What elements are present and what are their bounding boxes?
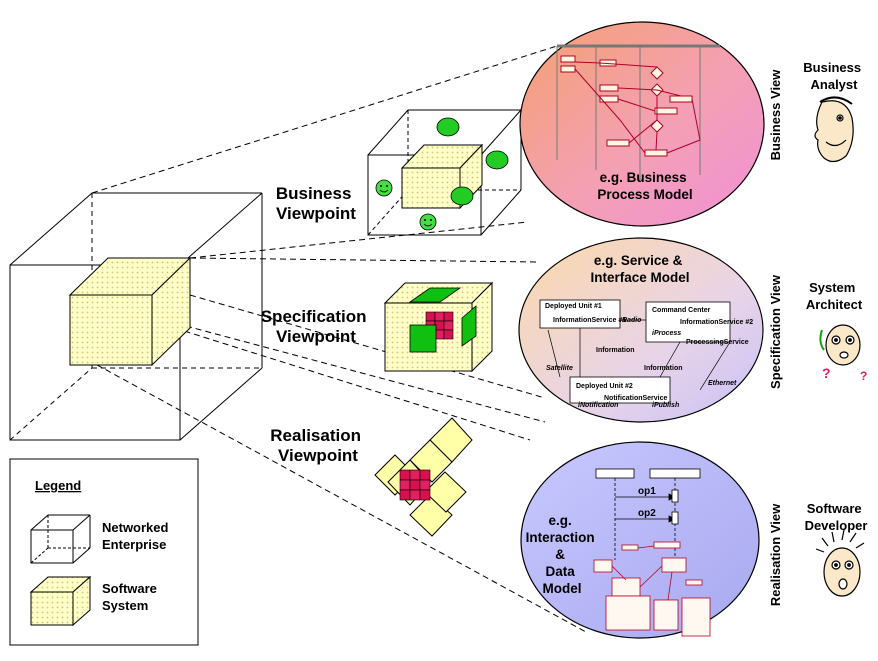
legend: Legend Networked Enterprise	[9, 458, 199, 646]
satellite-label: Satellite	[546, 365, 573, 372]
system-architect-face-icon: ? ?	[819, 324, 867, 383]
legend-networked-label: Networked Enterprise	[102, 520, 172, 552]
processing-service-label: ProcessingService	[686, 339, 749, 346]
op2-label: op2	[638, 508, 656, 519]
ipublish-label: iPublish	[652, 402, 679, 409]
specification-view-label: Specification View	[768, 274, 783, 389]
deployment-thumbnail: Deployed Unit #1 InformationService #1 R…	[539, 299, 753, 409]
op1-label: op1	[638, 486, 656, 497]
software-developer-face-icon	[815, 529, 865, 597]
deployed-unit-1-label: Deployed Unit #1	[545, 303, 602, 310]
business-view-label: Business View	[768, 69, 783, 161]
realisation-view-circle: op1 op2 e.g. Interaction & Data Model	[520, 441, 760, 639]
software-developer-label: Software Developer	[805, 501, 868, 533]
realisation-model-label: e.g. Interaction & Data Model	[526, 513, 599, 596]
smiley-icon	[419, 213, 437, 231]
specification-model-label: e.g. Service & Interface Model	[590, 253, 689, 285]
specification-view-circle: e.g. Service & Interface Model Deployed …	[518, 237, 764, 423]
large-enterprise-cube	[9, 192, 263, 441]
business-model-label: e.g. Business Process Model	[597, 170, 692, 202]
deployed-unit-2-label: Deployed Unit #2	[576, 383, 633, 390]
realisation-viewpoint-label: Realisation Viewpoint	[270, 426, 365, 465]
business-view-circle: e.g. Business Process Model	[519, 21, 765, 227]
svg-text:?: ?	[822, 365, 831, 381]
radio-label: Radio	[622, 317, 642, 324]
business-process-thumbnail	[556, 44, 720, 180]
svg-text:?: ?	[860, 369, 867, 383]
legend-title: Legend	[35, 478, 81, 493]
inotification-label: iNotification	[578, 402, 618, 409]
iprocess-label: iProcess	[652, 330, 681, 337]
legend-software-label: Software System	[102, 581, 161, 613]
notification-service-label: NotificationService	[604, 395, 668, 402]
business-viewpoint-label: Business Viewpoint	[276, 184, 356, 223]
class-diagram-thumbnail	[593, 541, 711, 637]
ethernet-label: Ethernet	[708, 380, 737, 387]
command-center-label: Command Center	[652, 307, 711, 314]
realisation-view-label: Realisation View	[768, 503, 783, 606]
business-analyst-label: Business Analyst	[803, 60, 864, 92]
large-software-cube	[68, 256, 192, 367]
specification-viewpoint-label: Specification Viewpoint	[261, 307, 372, 346]
sequence-thumbnail	[595, 468, 701, 560]
business-analyst-face-icon	[814, 96, 854, 163]
legend-software-cube	[29, 575, 92, 627]
information-link-label: Information	[596, 347, 635, 354]
smiley-icon	[375, 179, 393, 197]
information-link-label-2: Information	[644, 365, 683, 372]
business-viewpoint-cube	[367, 109, 522, 236]
legend-networked-cube	[30, 514, 91, 564]
specification-viewpoint-cube	[383, 281, 494, 373]
system-architect-label: System Architect	[806, 280, 863, 312]
information-service-1-label: InformationService #1	[553, 317, 626, 324]
realisation-viewpoint-cross	[374, 417, 473, 537]
information-service-2-label: InformationService #2	[680, 319, 753, 326]
